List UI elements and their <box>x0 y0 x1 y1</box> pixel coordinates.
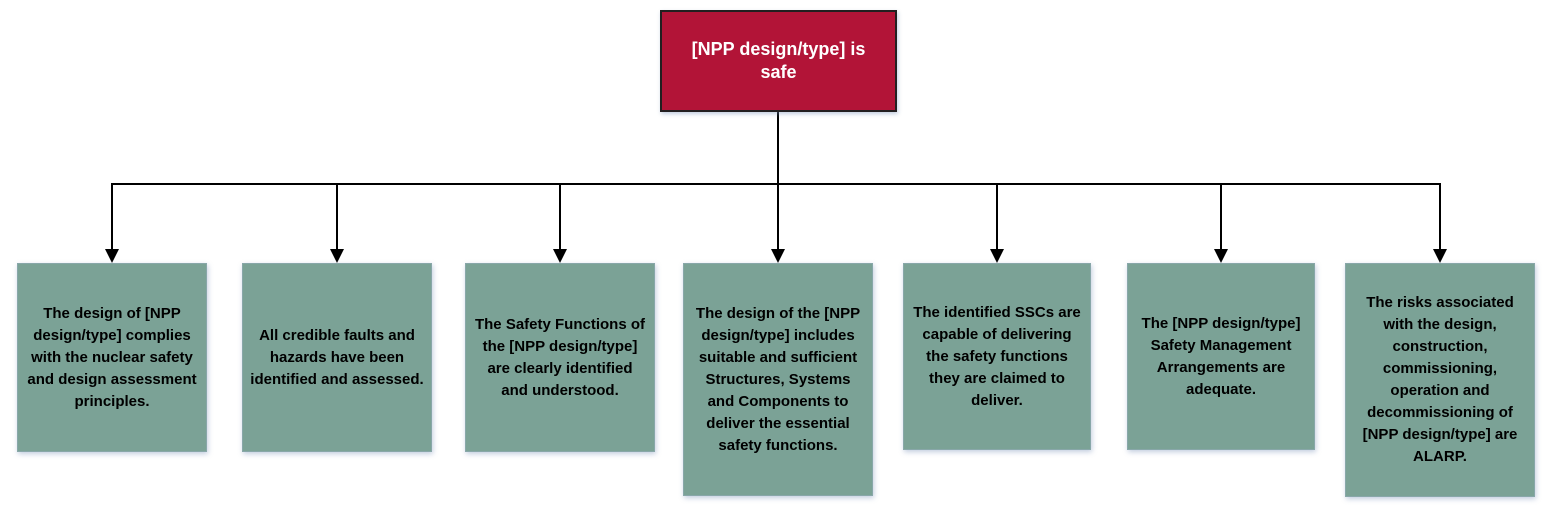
sub-claim-node-sscs-included: The design of the [NPP design/type] incl… <box>683 263 873 496</box>
sub-claim-label: All credible faults and hazards have bee… <box>250 326 424 388</box>
arrowhead-icon <box>771 249 785 263</box>
arrowhead-icon <box>1214 249 1228 263</box>
sub-claim-node-risks-alarp: The risks associated with the design, co… <box>1345 263 1535 497</box>
sub-claim-label: The Safety Functions of the [NPP design/… <box>474 315 645 399</box>
arrowhead-icon <box>553 249 567 263</box>
root-claim-label: [NPP design/type] is safe <box>691 38 866 82</box>
sub-claim-label: The design of the [NPP design/type] incl… <box>695 304 861 454</box>
sub-claim-label: The [NPP design/type] Safety Management … <box>1141 314 1301 398</box>
sub-claim-node-sscs-capable: The identified SSCs are capable of deliv… <box>903 263 1091 450</box>
arrowhead-icon <box>105 249 119 263</box>
sub-claim-node-design-principles: The design of [NPP design/type] complies… <box>17 263 207 452</box>
root-claim-node: [NPP design/type] is safe <box>660 10 897 112</box>
sub-claim-node-safety-management: The [NPP design/type] Safety Management … <box>1127 263 1315 450</box>
sub-claim-label: The identified SSCs are capable of deliv… <box>913 303 1081 409</box>
arrowhead-icon <box>1433 249 1447 263</box>
arrowhead-icon <box>330 249 344 263</box>
arrowhead-icon <box>990 249 1004 263</box>
sub-claim-label: The risks associated with the design, co… <box>1362 294 1518 465</box>
sub-claim-node-faults-hazards: All credible faults and hazards have bee… <box>242 263 432 452</box>
sub-claim-node-safety-functions: The Safety Functions of the [NPP design/… <box>465 263 655 452</box>
sub-claim-label: The design of [NPP design/type] complies… <box>27 304 197 410</box>
